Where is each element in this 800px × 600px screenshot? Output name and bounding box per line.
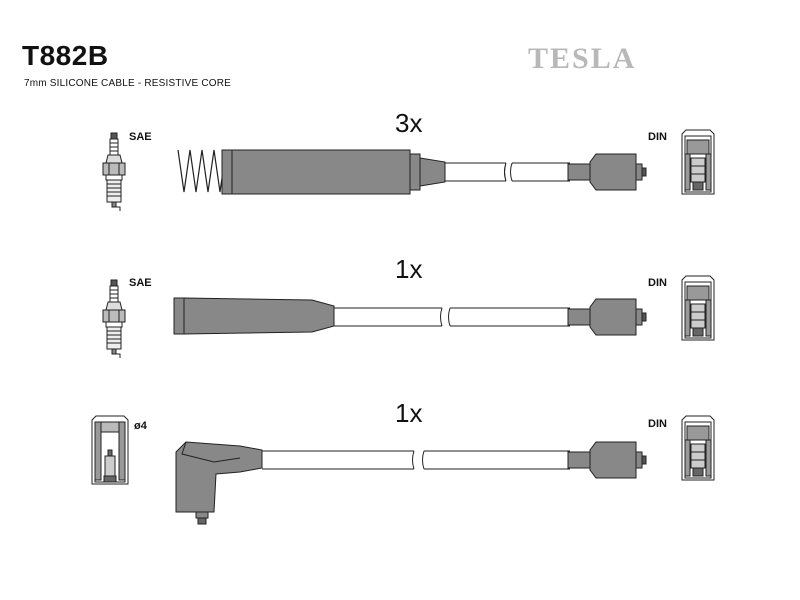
cable-2 [102, 275, 715, 359]
angled-boot [175, 441, 263, 525]
cable-description: 7mm SILICONE CABLE - RESISTIVE CORE [24, 78, 232, 89]
long-boot [221, 149, 411, 195]
cable-3-left-label: ø4 [134, 420, 147, 432]
cable-1-quantity: 3x [395, 108, 423, 138]
brand-logo: TESLA [528, 42, 637, 75]
din-boot [567, 153, 647, 191]
din-boot [567, 441, 647, 479]
cable-2-right-label: DIN [648, 277, 667, 289]
part-code: T882B [22, 40, 109, 71]
din-terminal-icon [681, 129, 715, 195]
cable-3-right-label: DIN [648, 418, 667, 430]
cable-3-quantity: 1x [395, 398, 423, 428]
din-terminal-icon [681, 415, 715, 481]
straight-boot [183, 297, 335, 335]
spark-plug-icon [102, 279, 126, 359]
cable-2-quantity: 1x [395, 254, 423, 284]
pin-terminal-icon [91, 415, 129, 485]
din-terminal-icon [681, 275, 715, 341]
cable-1 [102, 129, 715, 212]
cable-1-right-label: DIN [648, 131, 667, 143]
spring-coil [177, 149, 227, 193]
cable-3 [91, 415, 715, 525]
cable-2-left-label: SAE [129, 277, 152, 289]
din-boot [567, 298, 647, 336]
cable-1-left-label: SAE [129, 131, 152, 143]
spark-plug-icon [102, 132, 126, 212]
